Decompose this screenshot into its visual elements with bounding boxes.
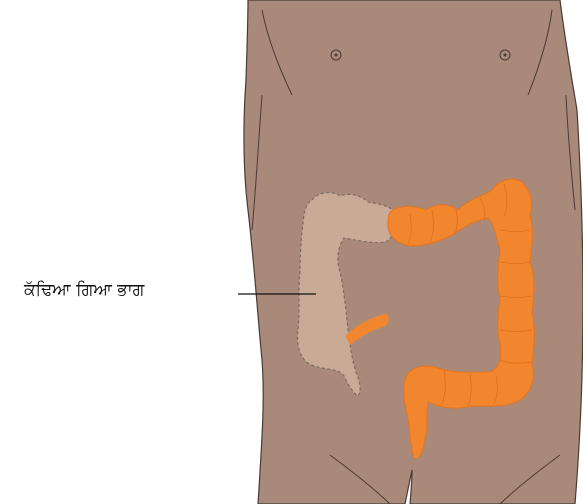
removed-section-label: ਕੱਢਿਆ ਗਿਆ ਭਾਗ [24, 280, 144, 300]
